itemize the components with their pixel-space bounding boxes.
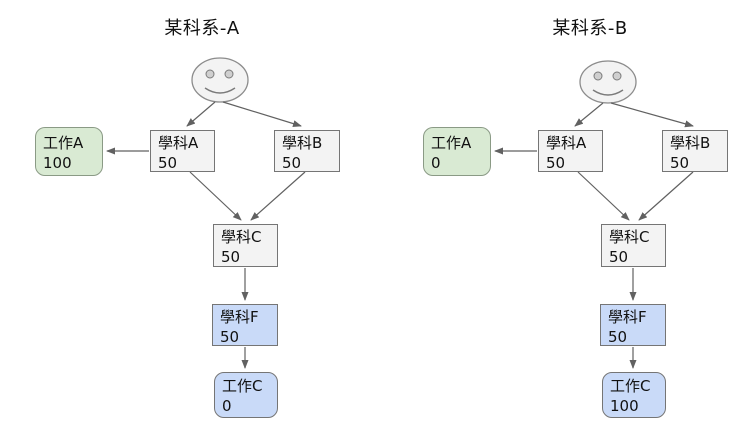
node-job-a: 工作A 0 bbox=[423, 127, 491, 176]
node-subject-c: 學科C 50 bbox=[213, 224, 278, 267]
node-value: 50 bbox=[670, 154, 690, 172]
diagram-a: 某科系-A 工作A 100 bbox=[0, 0, 352, 431]
node-label: 工作C bbox=[222, 377, 263, 395]
node-label: 學科C bbox=[221, 228, 262, 246]
smiley-face-icon bbox=[579, 60, 637, 104]
edge-subject-a-to-subject-c bbox=[189, 171, 242, 221]
node-label: 學科C bbox=[609, 228, 650, 246]
edge-subject-a-to-subject-c bbox=[577, 171, 630, 221]
edge-subject-b-to-subject-c bbox=[250, 171, 306, 221]
connector-layer-a bbox=[106, 57, 306, 369]
node-subject-b: 學科B 50 bbox=[274, 130, 340, 172]
node-value: 100 bbox=[43, 154, 72, 172]
node-value: 50 bbox=[221, 248, 241, 266]
node-label: 學科F bbox=[608, 308, 647, 326]
diagram-a-title: 某科系-A bbox=[164, 18, 240, 39]
node-subject-c: 學科C 50 bbox=[601, 224, 666, 267]
node-value: 50 bbox=[282, 154, 302, 172]
node-value: 100 bbox=[610, 397, 639, 415]
diagram-b-title: 某科系-B bbox=[552, 18, 628, 39]
edge-subject-b-to-subject-c bbox=[638, 171, 694, 221]
diagram-b: 某科系-B 工作A 0 bbox=[388, 0, 740, 431]
node-value: 50 bbox=[158, 154, 178, 172]
node-label: 學科A bbox=[158, 134, 199, 152]
node-label: 工作A bbox=[431, 134, 472, 152]
node-subject-f: 學科F 50 bbox=[600, 304, 666, 346]
node-label: 工作A bbox=[43, 134, 84, 152]
node-job-a: 工作A 100 bbox=[35, 127, 103, 176]
node-value: 0 bbox=[222, 397, 232, 415]
node-value: 50 bbox=[546, 154, 566, 172]
node-subject-a: 學科A 50 bbox=[150, 130, 215, 172]
node-job-c: 工作C 0 bbox=[214, 372, 278, 418]
node-label: 學科F bbox=[220, 308, 259, 326]
connector-layer-b bbox=[494, 60, 694, 369]
node-job-c: 工作C 100 bbox=[602, 372, 666, 418]
node-value: 50 bbox=[220, 328, 240, 346]
node-subject-b: 學科B 50 bbox=[662, 130, 728, 172]
smiley-face-icon bbox=[191, 57, 249, 103]
edge-smiley-to-subject-a bbox=[186, 101, 216, 127]
node-subject-a: 學科A 50 bbox=[538, 130, 603, 172]
node-label: 學科B bbox=[670, 134, 711, 152]
node-subject-f: 學科F 50 bbox=[212, 304, 278, 346]
edge-smiley-to-subject-b bbox=[610, 102, 694, 128]
node-value: 50 bbox=[608, 328, 628, 346]
node-value: 50 bbox=[609, 248, 629, 266]
node-value: 0 bbox=[431, 154, 441, 172]
node-label: 學科A bbox=[546, 134, 587, 152]
node-label: 工作C bbox=[610, 377, 651, 395]
edge-smiley-to-subject-a bbox=[574, 102, 604, 127]
node-label: 學科B bbox=[282, 134, 323, 152]
edge-smiley-to-subject-b bbox=[222, 101, 302, 127]
